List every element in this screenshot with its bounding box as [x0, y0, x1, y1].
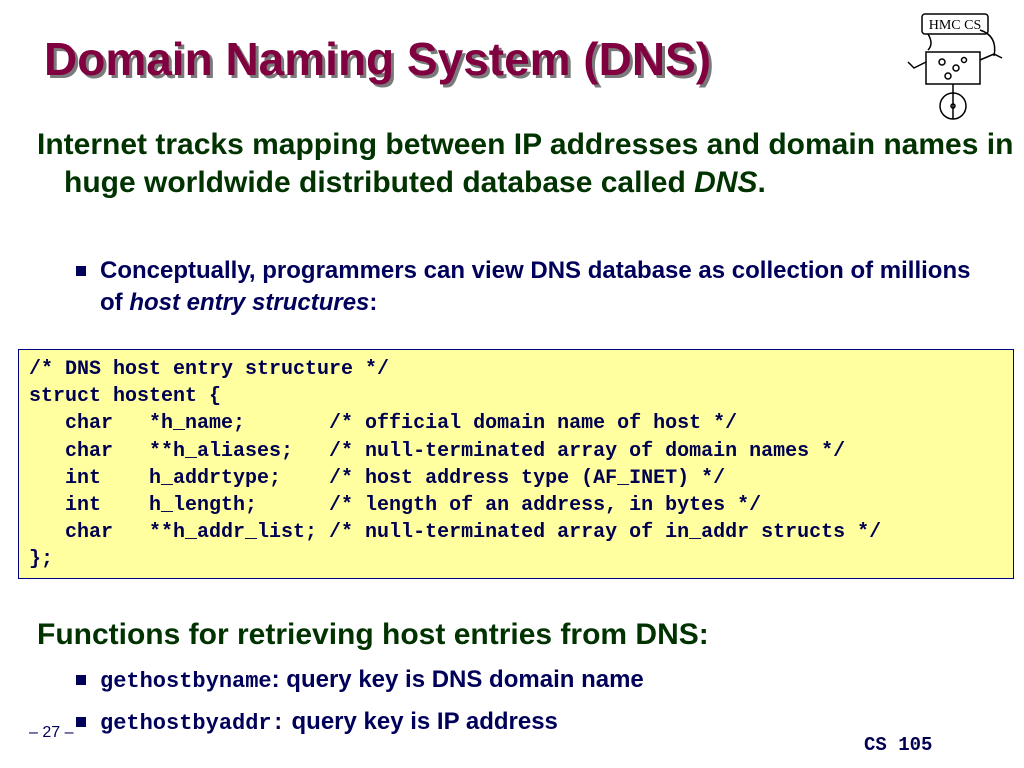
course-label: CS 105: [864, 734, 933, 756]
hmc-cs-robot-logo-icon: HMC CS: [907, 13, 1003, 120]
main-point-text: Internet tracks mapping between IP addre…: [37, 128, 1014, 199]
code-line: struct hostent {: [29, 385, 222, 409]
code-block: /* DNS host entry structure */ struct ho…: [18, 349, 1014, 579]
code-line: int h_length; /* length of an address, i…: [29, 493, 762, 517]
code-line: };: [29, 548, 54, 572]
sub-bullet-suffix: :: [369, 289, 378, 316]
sub-bullet-emphasis: host entry structures: [129, 289, 370, 316]
square-bullet-icon: [76, 675, 86, 685]
page-number: – 27 –: [29, 724, 74, 741]
code-line: int h_addrtype; /* host address type (AF…: [29, 466, 726, 490]
main-point-suffix: .: [757, 166, 766, 199]
square-bullet-icon: [76, 266, 86, 276]
square-bullet-icon: [76, 717, 86, 727]
function-description: : query key is DNS domain name: [271, 666, 644, 693]
code-line: /* DNS host entry structure */: [29, 358, 390, 381]
code-line: char *h_name; /* official domain name of…: [29, 412, 738, 436]
main-point-emphasis: DNS: [694, 166, 758, 199]
function-item-gethostbyname: gethostbyname: query key is DNS domain n…: [76, 664, 644, 698]
code-line: char **h_addr_list; /* null-terminated a…: [29, 521, 882, 545]
function-item-gethostbyaddr: gethostbyaddr: query key is IP address: [76, 706, 558, 740]
svg-text:HMC CS: HMC CS: [929, 18, 982, 33]
functions-heading: Functions for retrieving host entries fr…: [37, 618, 709, 651]
sub-bullet-text-main: Conceptually, programmers can view DNS d…: [100, 257, 971, 316]
main-point: Internet tracks mapping between IP addre…: [37, 126, 1024, 202]
slide-title: Domain Naming System (DNS): [44, 33, 712, 85]
sub-bullet-point: Conceptually, programmers can view DNS d…: [76, 255, 986, 319]
function-description: query key is IP address: [284, 708, 558, 735]
function-name: gethostbyname: [100, 669, 272, 694]
sub-bullet-text: Conceptually, programmers can view DNS d…: [100, 255, 986, 319]
function-name: gethostbyaddr:: [100, 711, 285, 736]
code-line: char **h_aliases; /* null-terminated arr…: [29, 439, 846, 463]
